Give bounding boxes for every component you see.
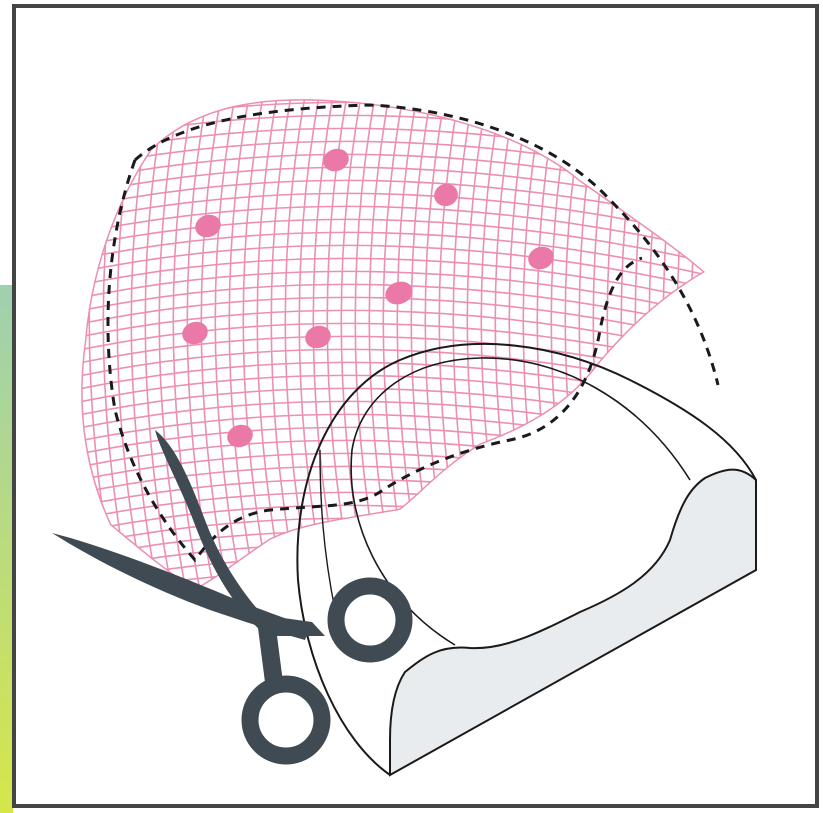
scissors-pivot: [260, 618, 276, 634]
left-strip: [0, 285, 13, 813]
